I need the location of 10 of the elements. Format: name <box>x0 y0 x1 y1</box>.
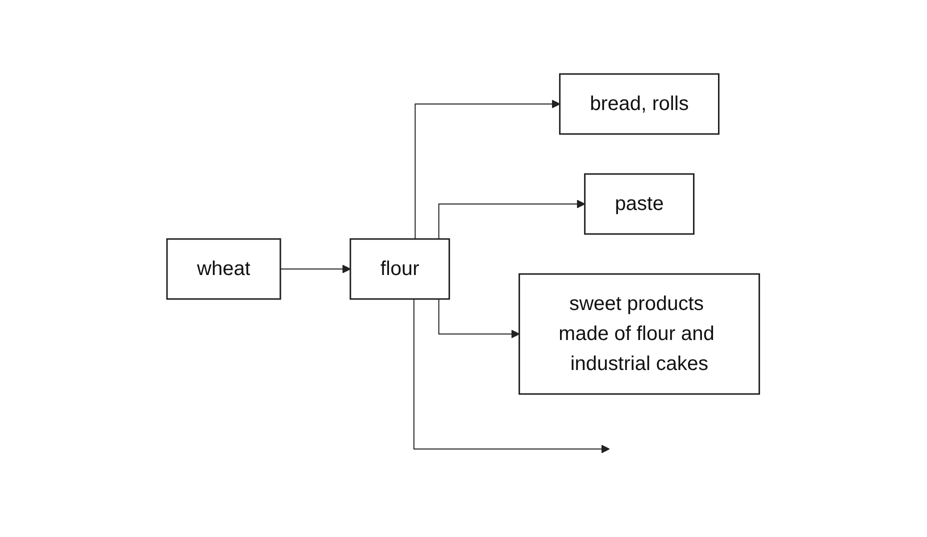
node-box: sweet products made of flour and industrial cakes <box>518 272 760 394</box>
node-box: wheat <box>166 238 282 300</box>
arrow <box>415 99 561 239</box>
arrow <box>414 298 610 453</box>
arrow <box>438 199 586 239</box>
arrow <box>438 298 520 338</box>
node-box: flour <box>350 238 450 300</box>
node-box: paste <box>584 172 695 234</box>
node-box: bread, rolls <box>559 72 720 134</box>
arrow <box>280 264 352 273</box>
